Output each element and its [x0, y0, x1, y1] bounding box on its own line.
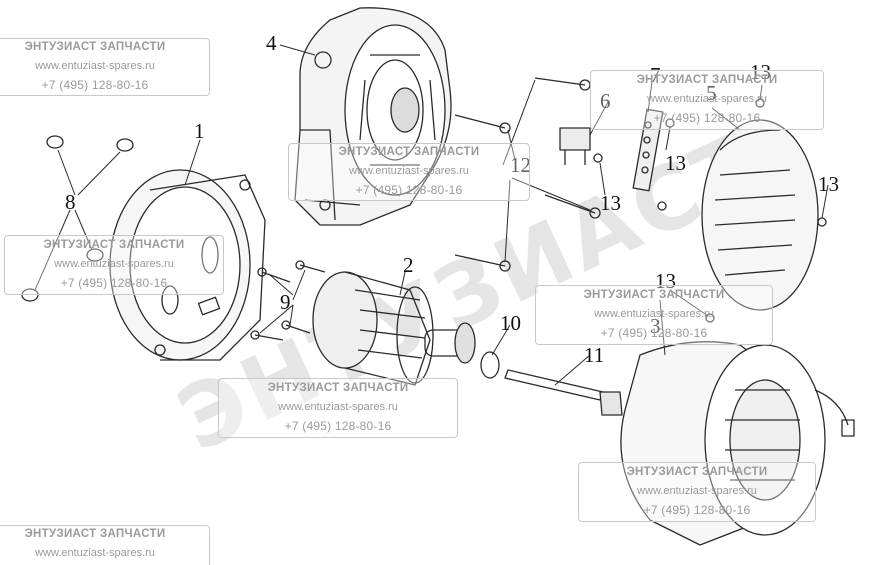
watermark-url: www.entuziast-spares.ru: [349, 165, 469, 177]
watermark-url: www.entuziast-spares.ru: [278, 401, 398, 413]
callout-1: 1: [194, 119, 205, 143]
watermark-stamp: ЭНТУЗИАСТ ЗАПЧАСТИ www.entuziast-spares.…: [0, 38, 210, 96]
callout-8: 8: [65, 190, 76, 214]
watermark-title: ЭНТУЗИАСТ ЗАПЧАСТИ: [24, 528, 166, 540]
watermark-stamp: ЭНТУЗИАСТ ЗАПЧАСТИ www.entuziast-spares.…: [288, 143, 530, 201]
callout-13: 13: [818, 172, 839, 196]
callout-5: 5: [706, 81, 717, 105]
callout-13: 13: [750, 60, 771, 84]
watermark-phone: +7 (495) 128-80-16: [643, 503, 751, 517]
callout-6: 6: [600, 89, 611, 113]
watermark-url: www.entuziast-spares.ru: [594, 308, 714, 320]
watermark-title: ЭНТУЗИАСТ ЗАПЧАСТИ: [338, 146, 480, 158]
watermark-title: ЭНТУЗИАСТ ЗАПЧАСТИ: [267, 382, 409, 394]
stator: [620, 341, 855, 546]
watermark-stamp: ЭНТУЗИАСТ ЗАПЧАСТИ www.entuziast-spares.…: [4, 235, 224, 295]
watermark-stamp: ЭНТУЗИАСТ ЗАПЧАСТИ www.entuziast-spares.…: [218, 378, 458, 438]
watermark-phone: +7 (495) 128-80-16: [600, 326, 708, 340]
callout-13: 13: [600, 191, 621, 215]
callout-7: 7: [650, 63, 661, 87]
washer: [480, 351, 500, 379]
watermark-phone: +7 (495) 128-80-16: [41, 78, 149, 92]
watermark-phone: +7 (495) 128-80-16: [653, 111, 761, 125]
callouts: 1 2 3 4 5 6 7 8 9 10 11 12 13 13 13 13 1…: [65, 31, 839, 367]
rear-cover: [701, 119, 819, 311]
watermark-stamp: ЭНТУЗИАСТ ЗАПЧАСТИ www.entuziast-spares.…: [578, 462, 816, 522]
watermark-url: www.entuziast-spares.ru: [647, 93, 767, 105]
rotor: [312, 271, 476, 386]
watermark-title: ЭНТУЗИАСТ ЗАПЧАСТИ: [636, 74, 778, 86]
watermark-stamp: ЭНТУЗИАСТ ЗАПЧАСТИ www.entuziast-spares.…: [0, 525, 210, 565]
watermark-title: ЭНТУЗИАСТ ЗАПЧАСТИ: [626, 466, 768, 478]
callout-12: 12: [510, 153, 531, 177]
watermark-url: www.entuziast-spares.ru: [35, 60, 155, 72]
callout-10: 10: [500, 311, 521, 335]
callout-13: 13: [655, 269, 676, 293]
watermark-title: ЭНТУЗИАСТ ЗАПЧАСТИ: [24, 41, 166, 53]
screws-9: [250, 260, 326, 341]
watermark-phone: +7 (495) 128-80-16: [284, 419, 392, 433]
callout-11: 11: [584, 343, 604, 367]
watermark-url: www.entuziast-spares.ru: [637, 485, 757, 497]
bolts-12: [454, 77, 601, 272]
watermark-stamp: ЭНТУЗИАСТ ЗАПЧАСТИ www.entuziast-spares.…: [590, 70, 824, 130]
front-housing: [109, 169, 266, 361]
callout-3: 3: [650, 314, 661, 338]
callout-2: 2: [403, 253, 414, 277]
watermark-title: ЭНТУЗИАСТ ЗАПЧАСТИ: [43, 239, 185, 251]
watermark-url: www.entuziast-spares.ru: [54, 258, 174, 270]
through-bolt: [504, 369, 623, 416]
watermark-title: ЭНТУЗИАСТ ЗАПЧАСТИ: [583, 289, 725, 301]
callout-9: 9: [280, 290, 291, 314]
leader-lines: [34, 44, 829, 386]
watermark-stamp: ЭНТУЗИАСТ ЗАПЧАСТИ www.entuziast-spares.…: [535, 285, 773, 345]
nuts: [21, 135, 134, 302]
watermark-phone: +7 (495) 128-80-16: [355, 183, 463, 197]
watermark-phone: +7 (495) 128-80-16: [60, 276, 168, 290]
watermark-url: www.entuziast-spares.ru: [35, 547, 155, 559]
callout-4: 4: [266, 31, 277, 55]
callout-13: 13: [665, 151, 686, 175]
